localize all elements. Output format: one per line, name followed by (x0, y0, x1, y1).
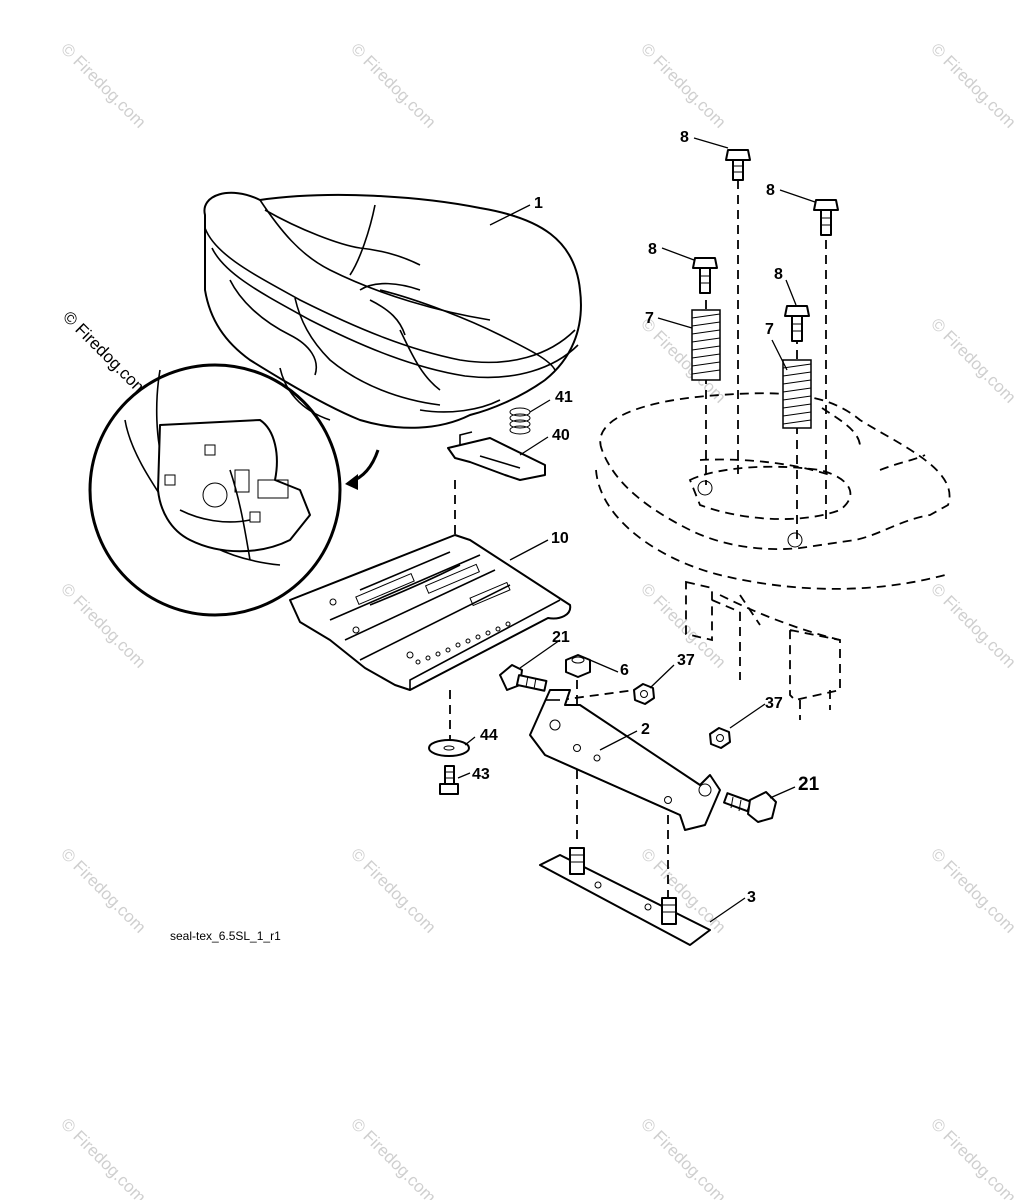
callout-leaders (457, 137, 816, 923)
watermark: © Firedog.com (347, 844, 439, 936)
watermark: © Firedog.com (347, 1114, 439, 1200)
bolt (725, 149, 751, 181)
callout-8-b: 8 (766, 182, 775, 199)
watermark: © Firedog.com (927, 579, 1019, 671)
callout-6: 6 (620, 662, 629, 679)
detail-inset (88, 363, 380, 617)
seat-pan (289, 534, 572, 691)
callout-8-d: 8 (774, 266, 783, 283)
watermark: © Firedog.com (637, 39, 729, 131)
shoulder-bolt (723, 791, 777, 823)
callout-labels: 1 41 40 10 21 6 37 2 37 21 3 44 43 8 8 8… (472, 129, 820, 906)
watermark: © Firedog.com (57, 1114, 149, 1200)
bolt (692, 257, 718, 294)
callout-7-a: 7 (645, 310, 654, 327)
callout-37-bottom: 37 (765, 695, 783, 712)
watermark: © Firedog.com (927, 314, 1019, 406)
callout-8-a: 8 (680, 129, 689, 146)
mount-plate (539, 847, 711, 946)
callout-7-b: 7 (765, 321, 774, 338)
callout-44: 44 (480, 727, 498, 744)
watermark: © Firedog.com (927, 39, 1019, 131)
hex-nut (709, 727, 731, 749)
watermark: © Firedog.com (347, 39, 439, 131)
small-bolt (439, 765, 459, 795)
callout-21-right: 21 (798, 774, 820, 795)
callout-3: 3 (747, 889, 756, 906)
mount-bolts (692, 149, 839, 342)
coil-springs (691, 309, 812, 429)
seat (203, 191, 582, 429)
seat-switch-spring (509, 407, 531, 435)
figure-id: seal-tex_6.5SL_1_r1 (170, 929, 281, 943)
coil-spring (691, 309, 721, 381)
seat-bracket (529, 689, 721, 831)
callout-10: 10 (551, 530, 569, 547)
callout-40: 40 (552, 427, 570, 444)
watermark: © Firedog.com (927, 1114, 1019, 1200)
callout-41: 41 (555, 389, 573, 406)
watermark: © Firedog.com (637, 1114, 729, 1200)
callout-21-left: 21 (552, 629, 570, 646)
hex-nut (633, 683, 655, 705)
watermark: © Firedog.com (57, 579, 149, 671)
watermark-dark: © Firedog.com (59, 307, 151, 399)
bolt (784, 305, 810, 342)
callout-37-top: 37 (677, 652, 695, 669)
tractor-frame-outline (595, 392, 951, 720)
watermark: © Firedog.com (927, 844, 1019, 936)
watermark: © Firedog.com (57, 844, 149, 936)
watermark: © Firedog.com (57, 39, 149, 131)
bolt (813, 199, 839, 236)
shoulder-bolt (499, 664, 548, 692)
spacer (565, 654, 591, 678)
callout-8-c: 8 (648, 241, 657, 258)
switch-plate (447, 431, 546, 481)
washer (428, 739, 470, 757)
coil-spring (782, 359, 812, 429)
callout-43: 43 (472, 766, 490, 783)
callout-1: 1 (534, 195, 543, 212)
callout-2: 2 (641, 721, 650, 738)
